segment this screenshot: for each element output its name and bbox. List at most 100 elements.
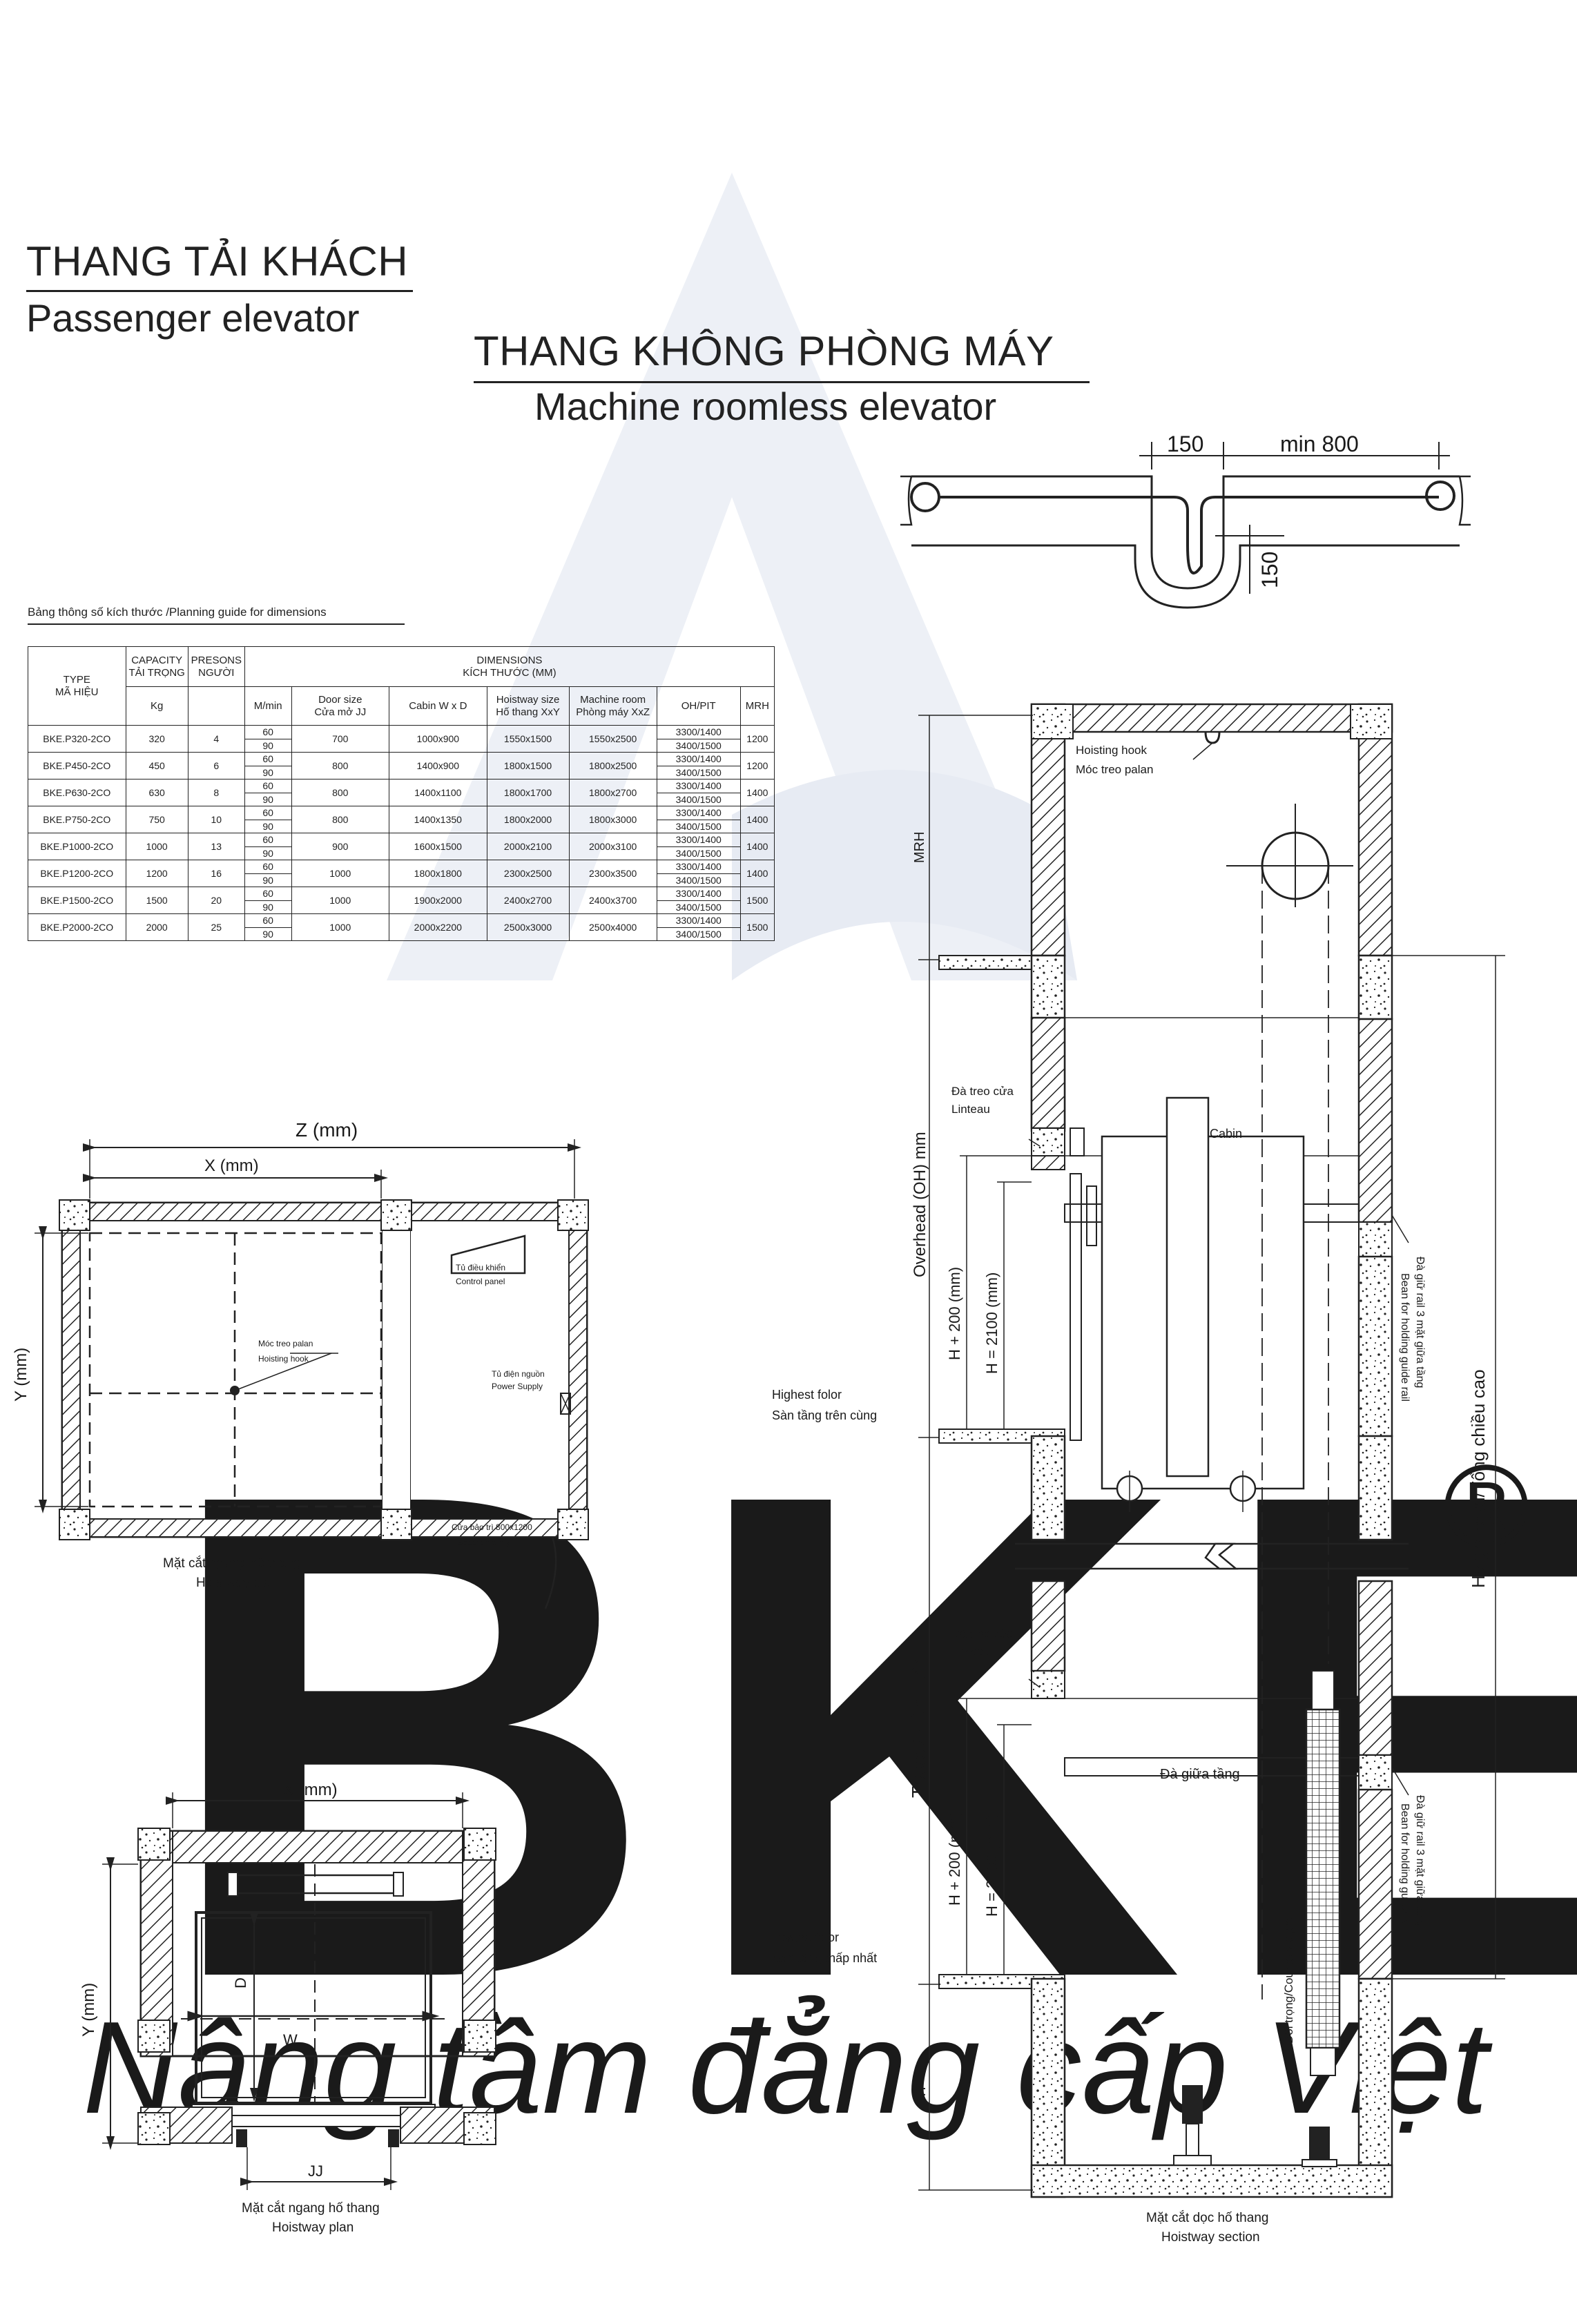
cell-cabin: 1900x2000: [389, 887, 487, 914]
header-capacity-unit: Kg: [125, 686, 188, 726]
cell-speed-value: 60: [262, 753, 273, 765]
cell-type: BKE.P630-2CO: [28, 779, 126, 806]
section-highest-en: Highest folor: [772, 1388, 842, 1402]
section-cabin: Cabin: [1210, 1127, 1242, 1141]
section-mid-beam: Đà giữa tầng: [1160, 1767, 1240, 1782]
section-h200-2: H + 200 (mm): [946, 1812, 963, 1906]
cell-capacity: 2000: [125, 913, 188, 941]
cell-ohpit-value: 3400/1500: [657, 738, 740, 752]
title-sub-en: Machine roomless elevator: [534, 385, 997, 428]
section-linteau-vi-1: Đà treo cửa: [951, 1085, 1014, 1098]
plan1-control-en: Control panel: [456, 1277, 505, 1286]
section-linteau-en-1: Linteau: [951, 1103, 990, 1116]
cell-ohpit-value: 3400/1500: [657, 900, 740, 913]
cell-speed-value: 90: [245, 873, 291, 887]
section-h200-1: H + 200 (mm): [946, 1267, 963, 1360]
plan1-caption-en: Hoistway plan: [196, 1576, 278, 1590]
cell-hoistway: 2500x3000: [486, 913, 570, 941]
cell-machine: 1800x2500: [568, 752, 657, 779]
cell-ohpit-value: 3400/1500: [657, 792, 740, 806]
section-h2100-2: H = 2100 (mm): [983, 1815, 1000, 1917]
cell-persons: 6: [187, 752, 245, 779]
hoistway-plan-1: [35, 1139, 589, 1609]
cell-machine: 2500x4000: [568, 913, 657, 941]
cell-speed-value: 90: [245, 900, 291, 913]
cell-persons: 13: [187, 833, 245, 860]
cell-speed-value: 60: [262, 726, 273, 738]
cell-speed-value: 60: [262, 807, 273, 819]
cell-ohpit-value: 3300/1400: [675, 834, 722, 846]
cell-speed-value: 90: [245, 765, 291, 779]
cell-hoistway: 2400x2700: [486, 887, 570, 914]
cell-ohpit-value: 3300/1400: [675, 726, 722, 738]
plan1-inspection-en: Inspection entry: [452, 1538, 510, 1547]
cell-door: 1000: [291, 913, 390, 941]
section-lowest-vi: Sàn tầng thấp nhất: [772, 1951, 877, 1965]
cell-door: 1000: [291, 887, 390, 914]
cell-cabin: 1400x1350: [389, 806, 487, 833]
section-caption-en: Hoistway section: [1161, 2230, 1260, 2245]
title-sub-rule: [474, 381, 1090, 383]
plan1-hook-en: Hoisting hook: [258, 1354, 309, 1364]
cell-door: 800: [291, 806, 390, 833]
cell-cabin: 1000x900: [389, 725, 487, 753]
plan1-caption-vi: Mặt cắt ngang hố thang: [163, 1556, 301, 1571]
cell-mrh: 1500: [739, 913, 775, 941]
cell-speed-value: 60: [262, 861, 273, 873]
wall-detail: [900, 442, 1471, 609]
cell-machine: 2400x3700: [568, 887, 657, 914]
hoistway-section: [918, 703, 1505, 2198]
title-main-vi: THANG TẢI KHÁCH: [26, 238, 409, 284]
cell-hoistway: 1800x2000: [486, 806, 570, 833]
cell-speed-value: 90: [245, 819, 291, 833]
section-hook-en: Hoisting hook: [1076, 744, 1148, 757]
plan2-x-label: X (mm): [283, 1781, 338, 1799]
hoistway-plan-2: [102, 1792, 496, 2190]
cell-capacity: 450: [125, 752, 188, 779]
section-linteau-vi-2: Đà treo cửa: [951, 1627, 1014, 1640]
cell-ohpit-value: 3300/1400: [675, 780, 722, 792]
plan2-w-label: W: [283, 2031, 298, 2049]
cell-speed-value: 60: [262, 834, 273, 846]
plan1-y-label: Y (mm): [12, 1348, 30, 1402]
cell-capacity: 1500: [125, 887, 188, 914]
plan2-d-label: D: [232, 1977, 249, 1988]
plan2-caption-vi: Mặt cắt ngang hố thang: [242, 2200, 380, 2216]
cell-mrh: 1400: [739, 779, 775, 806]
cell-mrh: 1500: [739, 887, 775, 914]
cell-speed-value: 90: [245, 927, 291, 940]
cell-cabin: 1400x900: [389, 752, 487, 779]
cell-capacity: 1000: [125, 833, 188, 860]
cell-cabin: 1800x1800: [389, 860, 487, 887]
cell-persons: 25: [187, 913, 245, 941]
header-persons-blank: [187, 686, 245, 726]
wall-dim-150-a: 150: [1167, 432, 1203, 456]
cell-machine: 1800x2700: [568, 779, 657, 806]
section-hook-vi: Móc treo palan: [1076, 763, 1153, 776]
cell-ohpit-value: 3400/1500: [657, 846, 740, 860]
section-height-total: Height total/Tổng chiều cao: [1468, 1369, 1489, 1588]
cell-ohpit-value: 3400/1500: [657, 765, 740, 779]
cell-machine: 2000x3100: [568, 833, 657, 860]
cell-door: 800: [291, 779, 390, 806]
table-caption: Bảng thông số kích thước /Planning guide…: [28, 606, 327, 619]
cell-capacity: 320: [125, 725, 188, 753]
